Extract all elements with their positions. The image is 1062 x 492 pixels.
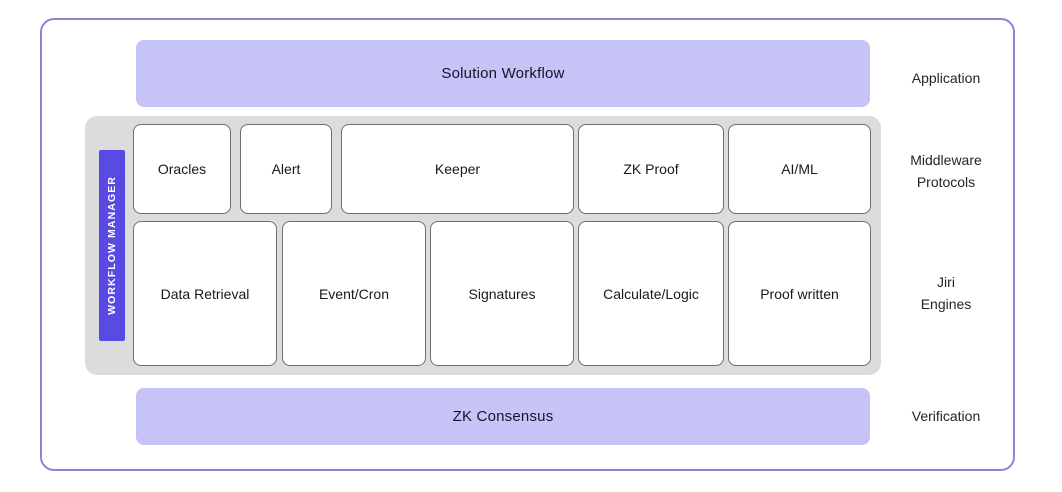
middleware-card-zk-proof[interactable]: ZK Proof <box>578 124 724 214</box>
middleware-card-label: Keeper <box>434 161 481 177</box>
middleware-card-alert[interactable]: Alert <box>240 124 332 214</box>
engine-card-label: Signatures <box>468 285 536 302</box>
middleware-card-label: AI/ML <box>781 161 818 177</box>
zk-consensus-label: ZK Consensus <box>452 408 554 425</box>
layer-label-application-text: Application <box>911 70 981 86</box>
middleware-card-label: Oracles <box>157 161 207 177</box>
layer-label-middleware-line1: Middleware <box>910 152 982 168</box>
middleware-card-keeper[interactable]: Keeper <box>341 124 574 214</box>
layer-label-engines-line2: Engines <box>920 295 972 312</box>
workflow-manager-label: WORKFLOW MANAGER <box>106 176 118 315</box>
engine-card-label: Proof written <box>760 285 839 302</box>
zk-consensus-banner[interactable]: ZK Consensus <box>136 388 870 445</box>
middleware-card-ai-ml[interactable]: AI/ML <box>728 124 871 214</box>
middleware-card-label: ZK Proof <box>623 161 679 177</box>
engine-card-data-retrieval[interactable]: Data Retrieval <box>133 221 277 366</box>
engine-card-event-cron[interactable]: Event/Cron <box>282 221 426 366</box>
layer-label-engines-line1: Jiri <box>937 274 955 290</box>
engine-card-label: Calculate/Logic <box>603 285 699 302</box>
middleware-card-oracles[interactable]: Oracles <box>133 124 231 214</box>
engine-card-label: Data Retrieval <box>160 285 250 302</box>
engine-card-calculate-logic[interactable]: Calculate/Logic <box>578 221 724 366</box>
solution-workflow-label: Solution Workflow <box>441 65 565 82</box>
engine-card-label: Event/Cron <box>318 285 390 302</box>
layer-label-engines: Jiri Engines <box>876 272 1016 315</box>
layer-label-verification-text: Verification <box>911 408 981 424</box>
layer-label-middleware: Middleware Protocols <box>876 150 1016 193</box>
layer-label-application: Application <box>876 68 1016 90</box>
engine-card-signatures[interactable]: Signatures <box>430 221 574 366</box>
engine-card-proof-written[interactable]: Proof written <box>728 221 871 366</box>
middleware-card-label: Alert <box>271 161 301 177</box>
layer-label-verification: Verification <box>876 406 1016 428</box>
solution-workflow-banner[interactable]: Solution Workflow <box>136 40 870 107</box>
workflow-manager-bar[interactable]: WORKFLOW MANAGER <box>99 150 125 341</box>
layer-label-middleware-line2: Protocols <box>916 173 976 190</box>
